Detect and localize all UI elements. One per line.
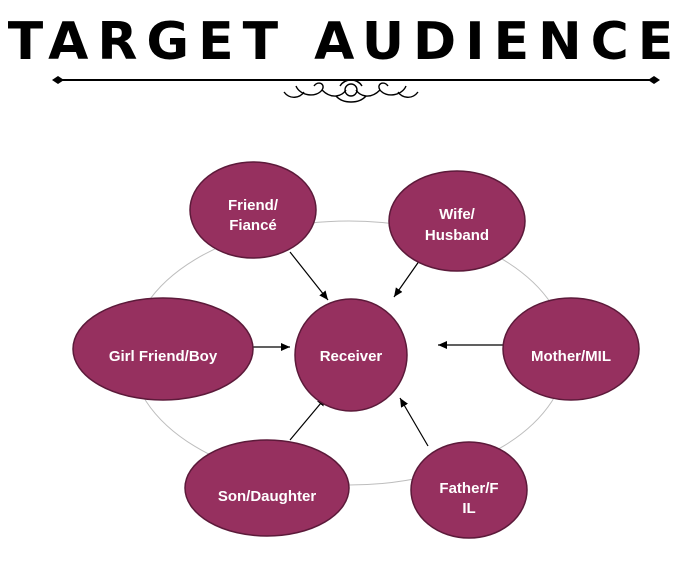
arrow-son-to-receiver [289,396,327,441]
node-friend-fiance: Friend/ Fiancé [189,161,317,259]
arrow-friend-to-receiver [289,251,329,301]
node-receiver-label: Receiver [320,348,383,365]
node-girlfriend-boy-label: Girl Friend/Boy [109,348,218,365]
node-mother-mil-label: Mother/MIL [531,348,611,365]
arrows [224,251,504,447]
node-wife-husband: Wife/ Husband [388,170,526,272]
node-receiver: Receiver [294,298,408,412]
node-father-fil: Father/F IL [410,441,528,539]
node-girlfriend-boy: Girl Friend/Boy [72,297,254,401]
arrow-father-to-receiver [399,397,429,447]
node-mother-mil: Mother/MIL [502,297,640,401]
node-friend-fiance-label-2: Fiancé [229,217,277,234]
node-wife-husband-label-1: Wife/ [439,206,476,223]
node-son-daughter: Son/Daughter [184,439,350,537]
node-father-fil-label-1: Father/F [439,480,498,497]
flourish-ornament [283,79,419,103]
page-title: TARGET AUDIENCE [7,12,683,72]
arrow-wife-to-receiver [393,256,423,298]
node-father-fil-label-2: IL [462,500,475,517]
title-divider [52,76,660,103]
node-son-daughter-label: Son/Daughter [218,488,316,505]
node-friend-fiance-label-1: Friend/ [228,197,279,214]
node-wife-husband-label-2: Husband [425,227,489,244]
